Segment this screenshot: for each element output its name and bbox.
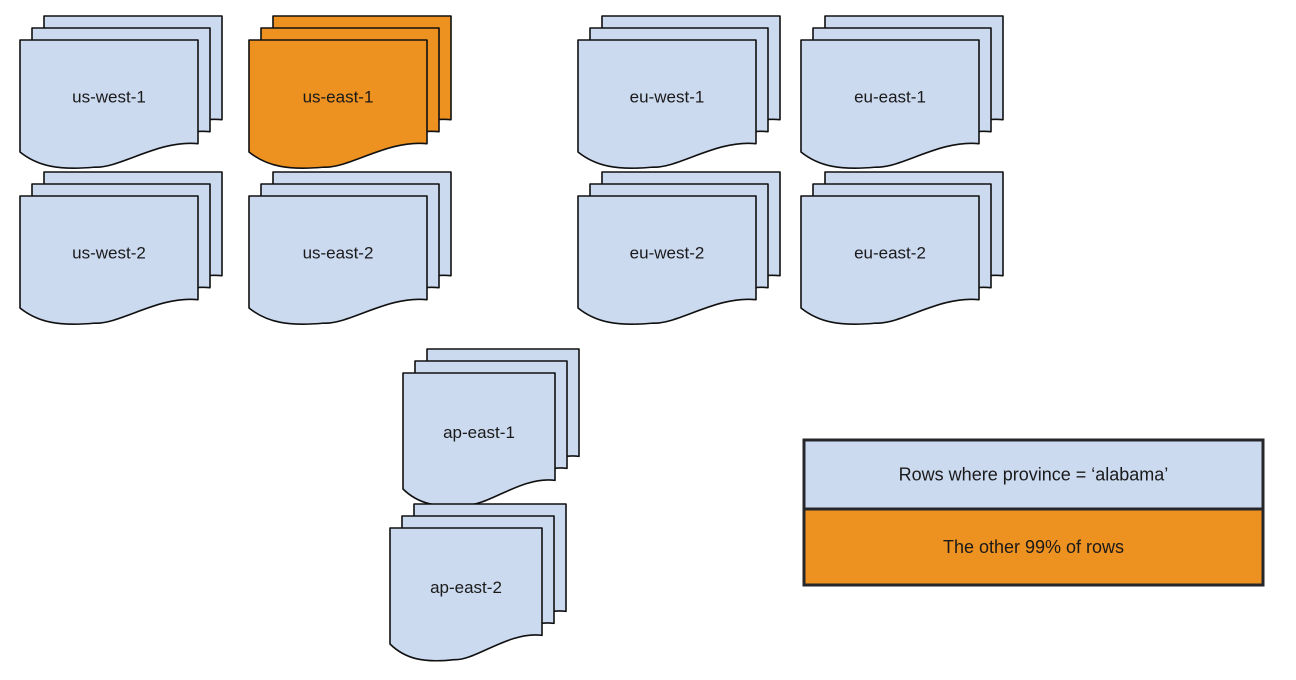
region-stack-us-east-2[interactable]: us-east-2 bbox=[248, 171, 452, 326]
region-stack-eu-east-1[interactable]: eu-east-1 bbox=[800, 15, 1004, 170]
region-sheet-front-us-east-1[interactable] bbox=[248, 39, 428, 170]
region-sheet-front-eu-west-1[interactable] bbox=[577, 39, 757, 170]
region-stack-ap-east-1[interactable]: ap-east-1 bbox=[402, 348, 580, 507]
region-sheet-front-eu-east-1[interactable] bbox=[800, 39, 980, 170]
region-sheet-front-eu-west-2[interactable] bbox=[577, 195, 757, 326]
region-sheet-front-eu-east-2[interactable] bbox=[800, 195, 980, 326]
region-stack-us-west-1[interactable]: us-west-1 bbox=[19, 15, 223, 170]
region-sheet-front-ap-east-2[interactable] bbox=[389, 527, 543, 662]
region-stack-us-east-1[interactable]: us-east-1 bbox=[248, 15, 452, 170]
region-sheet-front-us-west-1[interactable] bbox=[19, 39, 199, 170]
region-sheet-front-ap-east-1[interactable] bbox=[402, 372, 556, 507]
region-stack-eu-west-1[interactable]: eu-west-1 bbox=[577, 15, 781, 170]
region-stack-eu-east-2[interactable]: eu-east-2 bbox=[800, 171, 1004, 326]
legend-group: Rows where province = ‘alabama’The other… bbox=[802, 438, 1265, 587]
legend-swatch-orange bbox=[802, 507, 1265, 587]
region-stack-eu-west-2[interactable]: eu-west-2 bbox=[577, 171, 781, 326]
region-sheet-front-us-west-2[interactable] bbox=[19, 195, 199, 326]
region-stack-us-west-2[interactable]: us-west-2 bbox=[19, 171, 223, 326]
legend-swatch-blue bbox=[802, 438, 1265, 511]
region-sheet-front-us-east-2[interactable] bbox=[248, 195, 428, 326]
region-stack-ap-east-2[interactable]: ap-east-2 bbox=[389, 503, 567, 662]
